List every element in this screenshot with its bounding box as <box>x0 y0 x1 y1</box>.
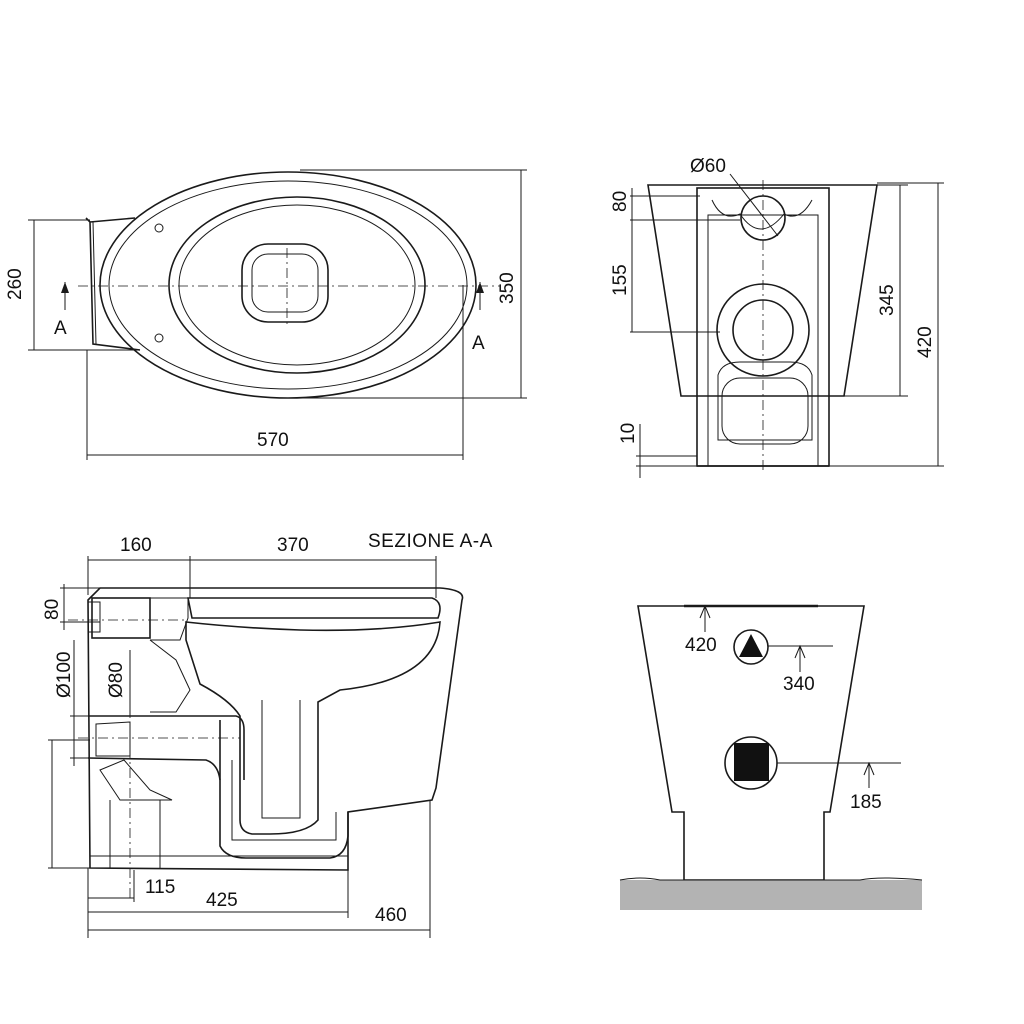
floor-hatch <box>620 880 922 910</box>
dim-rear-diameter-60: Ø60 <box>690 156 726 177</box>
dim-rear-155: 155 <box>610 264 631 296</box>
dim-section-460: 460 <box>375 905 407 926</box>
dim-rear-10: 10 <box>618 423 639 444</box>
water-supply-symbol <box>733 629 769 665</box>
dim-section-425: 425 <box>206 890 238 911</box>
top-view: A A 260 350 570 <box>5 169 527 460</box>
bowl-outlet <box>241 243 329 323</box>
side-view: 420 340 185 <box>619 604 923 910</box>
dim-rear-80: 80 <box>610 191 631 212</box>
dim-section-diameter-80: Ø80 <box>106 662 127 698</box>
dim-section-diameter-100: Ø100 <box>54 652 75 698</box>
section-view: SEZIONE A-A 160 370 <box>42 531 493 938</box>
dim-section-80: 80 <box>42 599 63 620</box>
dim-side-340: 340 <box>783 674 815 695</box>
section-mark-left: A <box>54 318 67 339</box>
dim-top-570: 570 <box>257 430 289 451</box>
fixing-hole-bottom <box>154 333 164 343</box>
bowl-inner-rim <box>168 196 426 374</box>
section-title: SEZIONE A-A <box>368 531 493 552</box>
dim-rear-420: 420 <box>915 326 936 358</box>
dim-side-420: 420 <box>685 635 717 656</box>
dim-section-160: 160 <box>120 535 152 556</box>
fixing-hole-top <box>154 223 164 233</box>
dim-top-260: 260 <box>5 268 26 300</box>
section-mark-right: A <box>472 333 485 354</box>
dim-section-115: 115 <box>145 877 175 898</box>
dim-top-350: 350 <box>497 272 518 304</box>
bowl-outer-outline <box>99 171 477 399</box>
dim-side-185: 185 <box>850 792 882 813</box>
dim-rear-345: 345 <box>877 284 898 316</box>
dim-section-370: 370 <box>277 535 309 556</box>
rear-view: Ø60 80 155 10 345 420 <box>610 156 944 478</box>
